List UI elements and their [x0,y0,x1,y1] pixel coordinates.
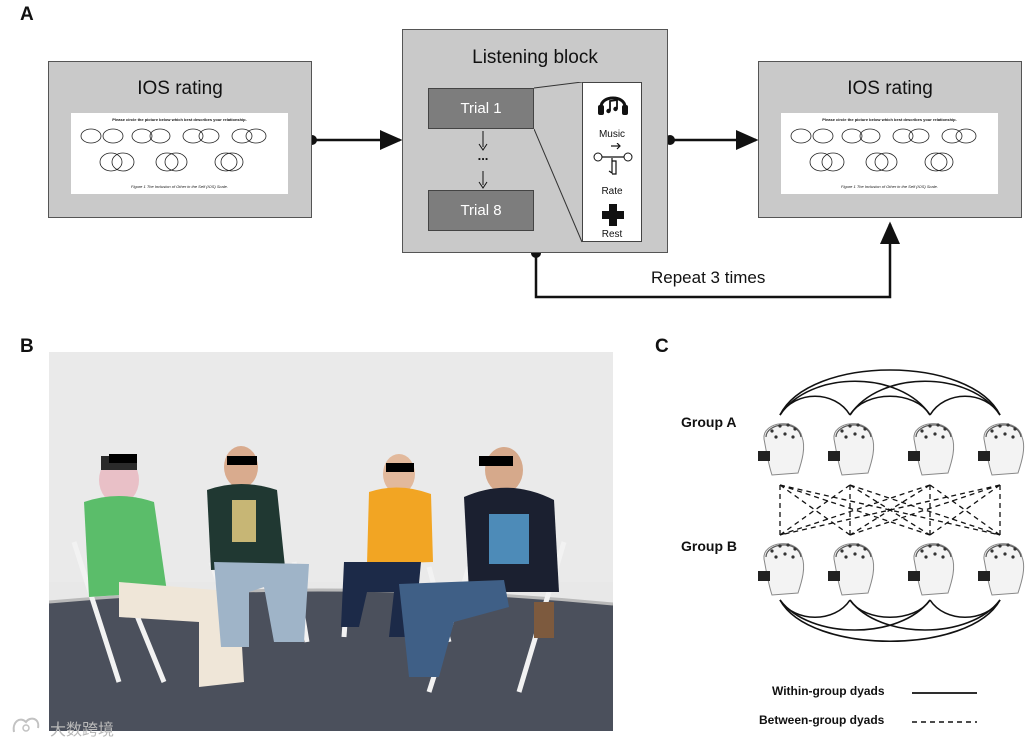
ios-rating-box-left: IOS rating Please circle the picture bel… [48,61,312,218]
within-group-a-arcs [779,369,1001,416]
participant-4 [399,447,567,693]
trial-arrows [478,131,488,189]
dyad-network [758,369,1025,642]
watermark-logo-icon [12,717,40,733]
group-b-label: Group B [681,538,737,554]
listening-block-title: Listening block [472,47,598,68]
legend-solid-line [912,692,977,694]
zoom-lines [534,82,583,243]
eeg-heads-group-b [758,543,1025,596]
rest-label: Rest [601,229,623,240]
participant-2 [207,446,310,647]
ios-circles-right [790,128,977,172]
trial-ellipsis: ... [477,148,489,163]
ios-circles-left [80,128,267,172]
between-group-lines [779,484,1001,536]
headphones-music-icon [598,96,628,115]
eeg-heads-group-a [758,423,1025,476]
participant-1 [71,454,244,687]
within-group-b-arcs [779,599,1001,642]
rate-label: Rate [601,186,623,197]
group-a-label: Group A [681,414,737,430]
legend-within-label: Within-group dyads [772,684,885,698]
trial-last: Trial 8 [428,190,534,231]
music-label: Music [598,129,626,140]
repeat-label: Repeat 3 times [651,268,766,287]
legend-between-label: Between-group dyads [759,713,885,727]
ios-rating-box-right: IOS rating Please circle the picture bel… [758,61,1022,218]
ios-rating-title-left: IOS rating [137,78,223,99]
legend-dashed-line [912,721,977,723]
watermark-text: 大数跨境 [50,720,115,739]
panel-letter-b: B [20,336,34,357]
participants-photo [49,352,613,731]
ios-scale-sheet-right: Please circle the picture below which be… [781,113,998,194]
trial-contents-panel: Music Rate Rest [582,82,642,242]
ios-rating-title-right: IOS rating [847,78,933,99]
panel-letter-c: C [655,336,669,357]
ios-scale-sheet-left: Please circle the picture below which be… [71,113,288,194]
panel-letter-a: A [20,4,34,25]
rating-scale-icon [593,143,633,175]
trial-first: Trial 1 [428,88,534,129]
rest-cross-icon [602,204,624,226]
